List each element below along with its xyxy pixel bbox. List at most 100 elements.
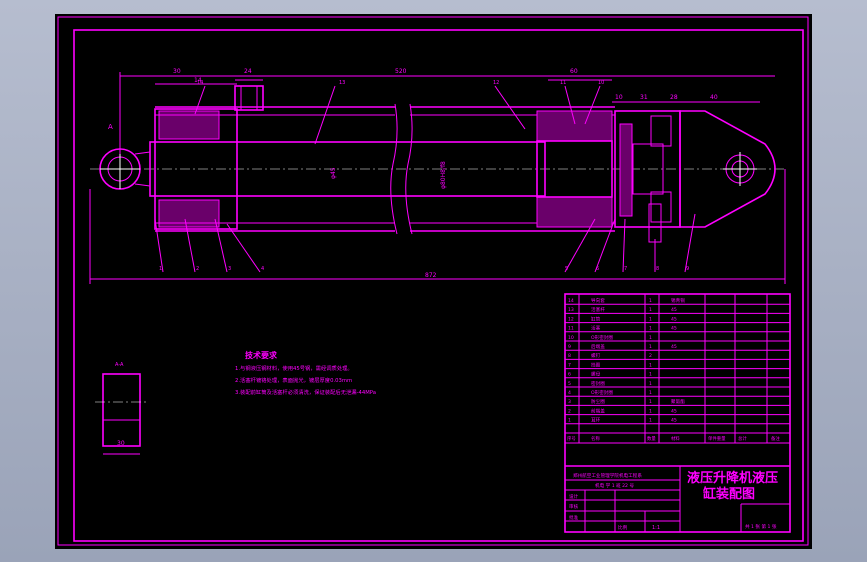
tb-scale-label: 比例 bbox=[618, 524, 628, 531]
dim-28: 28 bbox=[670, 94, 678, 101]
part-qty: 1 bbox=[649, 316, 652, 322]
balloon-4: 4 bbox=[261, 266, 264, 272]
part-no: 12 bbox=[568, 316, 574, 322]
parts-header-cell: 材料 bbox=[671, 435, 680, 442]
balloon-13: 13 bbox=[339, 80, 345, 86]
drawing-title-line2: 缸装配图 bbox=[702, 486, 755, 502]
tech-note-1: 1.与钢液压钢材料，使用45号钢，需经调质处理。 bbox=[235, 364, 353, 372]
section-rect bbox=[102, 373, 141, 447]
part-no: 6 bbox=[568, 372, 571, 378]
part-qty: 1 bbox=[649, 326, 652, 332]
title-block-frame bbox=[564, 293, 791, 533]
part-qty: 1 bbox=[649, 344, 652, 350]
part-no: 9 bbox=[568, 344, 571, 350]
drawing-canvas: 30 14 24 520 60 10 31 28 40 872 φ45 φ80H… bbox=[57, 16, 809, 546]
balloon-11: 11 bbox=[560, 80, 566, 86]
inner-border bbox=[73, 29, 804, 542]
part-name: O形密封圈 bbox=[591, 334, 613, 341]
part-no: 5 bbox=[568, 381, 571, 387]
section-dim-30: 30 bbox=[117, 440, 125, 447]
parts-header-cell: 数量 bbox=[647, 435, 656, 442]
tech-requirements: 技术要求 1.与钢液压钢材料，使用45号钢，需经调质处理。 2.活塞杆镀铬处理，… bbox=[235, 350, 376, 396]
parts-header-cell: 名称 bbox=[591, 435, 600, 442]
tb-drawn: 设计 bbox=[569, 493, 579, 500]
break-line-left bbox=[390, 103, 398, 235]
dim-dia-rod: φ45 bbox=[330, 167, 337, 179]
dim-30: 30 bbox=[173, 68, 181, 75]
gland-upper-hatch bbox=[158, 110, 220, 140]
part-no: 7 bbox=[568, 362, 571, 368]
dim-872: 872 bbox=[425, 272, 437, 279]
part-no: 11 bbox=[568, 326, 574, 332]
part-name: 导向套 bbox=[591, 297, 605, 304]
part-material: 45 bbox=[671, 418, 677, 424]
part-material: 45 bbox=[671, 307, 677, 313]
tb-sheet: 共 1 张 第 1 张 bbox=[745, 523, 777, 530]
dim-dia-bore: φ80H8/f8 bbox=[440, 161, 447, 189]
part-name: 挡圈 bbox=[591, 361, 601, 368]
part-name: 防尘圈 bbox=[591, 398, 605, 405]
part-name: 后端盖 bbox=[591, 343, 605, 350]
part-no: 4 bbox=[568, 390, 571, 396]
part-no: 13 bbox=[568, 307, 574, 313]
dim-24: 24 bbox=[244, 68, 252, 75]
drawing-title-line1: 液压升降机液压 bbox=[687, 470, 778, 486]
part-name: 活塞 bbox=[591, 325, 601, 332]
dim-14: 14 bbox=[194, 77, 202, 84]
piston-upper-hatch bbox=[536, 110, 613, 142]
part-no: 8 bbox=[568, 353, 571, 359]
section-label: A-A bbox=[115, 362, 124, 368]
part-material: 锡青铜 bbox=[671, 297, 685, 304]
part-name: 螺母 bbox=[591, 371, 601, 378]
part-qty: 1 bbox=[649, 399, 652, 405]
dim-10: 10 bbox=[615, 94, 623, 101]
dim-31: 31 bbox=[640, 94, 648, 101]
part-name: 耳环 bbox=[591, 418, 601, 424]
drawing-sheet: 30 14 24 520 60 10 31 28 40 872 φ45 φ80H… bbox=[55, 14, 812, 549]
part-name: 缸筒 bbox=[591, 315, 601, 322]
oil-port bbox=[234, 85, 264, 111]
balloon-10: 10 bbox=[598, 80, 604, 86]
parts-header-cell: 备注 bbox=[771, 435, 780, 442]
part-qty: 1 bbox=[649, 418, 652, 424]
part-material: 45 bbox=[671, 408, 677, 414]
cylinder-assembly: 30 14 24 520 60 10 31 28 40 872 φ45 φ80H… bbox=[89, 68, 786, 284]
school-name: 郑州航空工业管理学院机电工程系 bbox=[573, 472, 642, 479]
parts-header-cell: 总计 bbox=[738, 435, 747, 442]
part-qty: 1 bbox=[649, 362, 652, 368]
tb-approved: 批准 bbox=[569, 514, 579, 521]
part-material: 45 bbox=[671, 326, 677, 332]
balloon-14: 14 bbox=[197, 80, 203, 86]
tb-checked: 审核 bbox=[569, 503, 579, 510]
class-info: 机电 学 1 班 22 号 bbox=[595, 482, 634, 489]
parts-header-cell: 序号 bbox=[567, 435, 576, 442]
part-qty: 1 bbox=[649, 408, 652, 414]
outer-border bbox=[57, 16, 809, 546]
break-line-right bbox=[405, 103, 413, 235]
part-qty: 1 bbox=[649, 372, 652, 378]
part-material: 45 bbox=[671, 316, 677, 322]
section-view: A-A 30 bbox=[95, 362, 147, 455]
tech-note-2: 2.活塞杆镀铬处理，表面抛光，镀层厚度0.03mm bbox=[235, 376, 352, 384]
balloon-6: 6 bbox=[596, 266, 599, 272]
balloon-5: 5 bbox=[565, 266, 568, 272]
part-qty: 1 bbox=[649, 335, 652, 341]
front-end-cap bbox=[154, 108, 238, 230]
piston bbox=[536, 140, 613, 198]
balloon-1: 1 bbox=[159, 266, 162, 272]
balloon-9: 9 bbox=[686, 266, 689, 272]
dim-40: 40 bbox=[710, 94, 718, 101]
part-no: 1 bbox=[568, 418, 571, 424]
view-mark: A bbox=[108, 123, 113, 131]
part-material: 聚氨酯 bbox=[671, 398, 685, 405]
part-qty: 2 bbox=[649, 353, 652, 359]
balloon-7: 7 bbox=[624, 266, 627, 272]
part-qty: 1 bbox=[649, 381, 652, 387]
part-qty: 1 bbox=[649, 307, 652, 313]
part-name: 活塞杆 bbox=[591, 306, 605, 313]
rear-clevis bbox=[679, 110, 776, 228]
balloon-2: 2 bbox=[196, 266, 199, 272]
part-material: 45 bbox=[671, 344, 677, 350]
